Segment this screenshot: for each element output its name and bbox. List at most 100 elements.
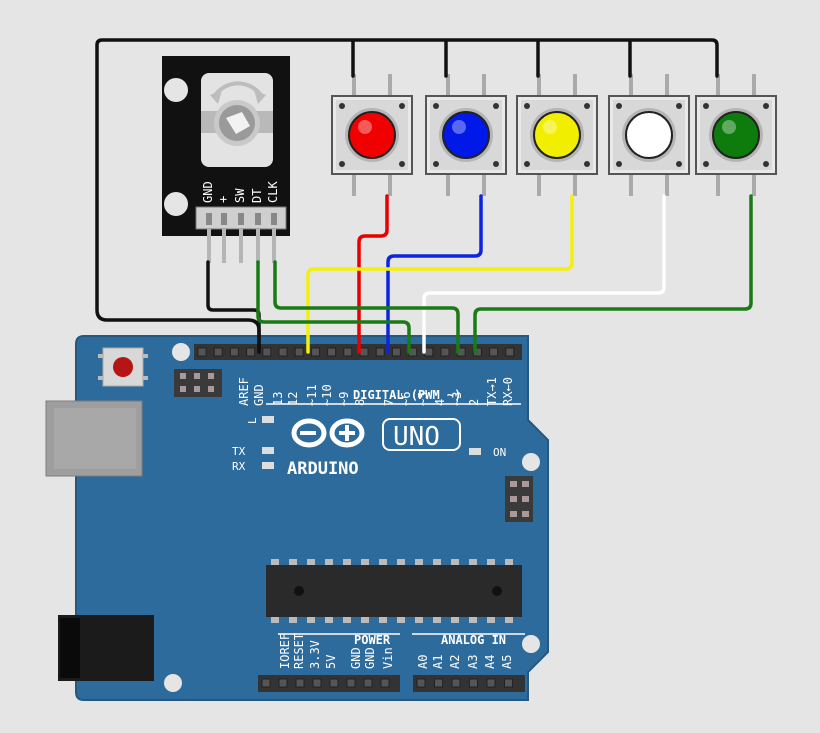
- analog-header-pin[interactable]: [434, 678, 443, 688]
- wire-button-common-black[interactable]: [95, 38, 719, 354]
- power-header-pin[interactable]: [363, 678, 373, 688]
- pushbutton-yellow[interactable]: [516, 74, 598, 196]
- digital-header-pin[interactable]: [327, 347, 337, 357]
- encoder-pin[interactable]: [255, 213, 261, 225]
- encoder-pin-label: DT: [250, 189, 264, 203]
- digital-pin-label: ~11: [305, 384, 319, 406]
- analog-header-pin[interactable]: [416, 678, 426, 688]
- icsp-header-1: [174, 369, 222, 397]
- power-pin-label: IOREF: [278, 633, 292, 669]
- digital-header-pin[interactable]: [391, 347, 401, 357]
- digital-header-pin[interactable]: [262, 347, 272, 357]
- digital-pin-label: GND: [252, 384, 266, 406]
- mounting-hole: [522, 635, 540, 653]
- encoder-mounting-hole: [164, 78, 188, 102]
- wire-green-dt-pin6[interactable]: [256, 260, 411, 354]
- digital-pin-label: 13: [271, 392, 285, 406]
- power-pin-label: RESET: [292, 633, 306, 669]
- power-pin-label: 5V: [324, 655, 338, 669]
- digital-pin-label: ~9: [337, 392, 351, 406]
- wire-green-clk-pin3[interactable]: [273, 260, 460, 354]
- power-header-pin[interactable]: [312, 678, 322, 688]
- digital-header-pin[interactable]: [197, 347, 207, 357]
- wire-white-pin5[interactable]: [422, 194, 666, 354]
- atmega-chip: [266, 559, 522, 623]
- digital-pin-label: 12: [286, 392, 300, 406]
- encoder-pin-label: +: [216, 196, 230, 203]
- digital-header-pin[interactable]: [359, 347, 369, 357]
- power-header-pin[interactable]: [346, 678, 356, 688]
- pushbutton-white[interactable]: [608, 74, 690, 196]
- led-rx: RX: [232, 460, 274, 473]
- rotate-arrow-icon: [254, 90, 266, 104]
- digital-pin-label: 8: [353, 399, 367, 406]
- analog-header-pin[interactable]: [469, 678, 478, 688]
- digital-pin-label: TX→1: [485, 377, 499, 406]
- arduino-wordmark: ARDUINO: [287, 459, 359, 479]
- wire-red-pin8[interactable]: [357, 194, 389, 354]
- digital-header-pin[interactable]: [229, 347, 239, 357]
- encoder-knob[interactable]: [201, 81, 273, 146]
- svg-text:ON: ON: [493, 446, 506, 459]
- digital-header-pin[interactable]: [294, 347, 304, 357]
- power-header-pin[interactable]: [261, 678, 271, 688]
- reset-button[interactable]: [98, 347, 148, 387]
- digital-pin-label: AREF: [237, 377, 251, 406]
- led-l: L: [246, 416, 274, 424]
- power-header-pin[interactable]: [329, 678, 339, 688]
- digital-header-pin[interactable]: [278, 347, 288, 357]
- wire-blue-pin7[interactable]: [386, 194, 483, 354]
- analog-pin-label: A0: [416, 655, 430, 669]
- digital-header-pin[interactable]: [213, 347, 223, 357]
- mounting-hole: [164, 674, 182, 692]
- svg-text:RX: RX: [232, 460, 246, 473]
- uno-label: UNO: [393, 422, 440, 452]
- icsp-header-2: [505, 476, 533, 522]
- led-on: ON: [469, 446, 506, 459]
- digital-header-pin[interactable]: [440, 347, 450, 357]
- usb-port: [45, 400, 143, 477]
- encoder-pin[interactable]: [238, 213, 244, 225]
- encoder-pin[interactable]: [206, 213, 212, 225]
- pushbutton-red[interactable]: [331, 74, 413, 196]
- power-header-pin[interactable]: [380, 678, 390, 688]
- wire-green-pin2[interactable]: [473, 194, 753, 354]
- digital-header-pin[interactable]: [489, 347, 499, 357]
- analog-pin-label: A2: [448, 655, 462, 669]
- wire-yellow-pin11[interactable]: [306, 194, 574, 354]
- encoder-pin[interactable]: [221, 213, 227, 225]
- encoder-pin-label: GND: [201, 181, 215, 203]
- analog-pin-label: A3: [466, 655, 480, 669]
- digital-header-pin[interactable]: [310, 347, 320, 357]
- analog-label: ANALOG IN: [441, 633, 506, 647]
- led-tx: TX: [232, 445, 274, 458]
- digital-header-pin[interactable]: [424, 347, 434, 357]
- power-pin-label: Vin: [381, 647, 395, 669]
- analog-header-pin[interactable]: [504, 678, 513, 688]
- mounting-hole: [172, 343, 190, 361]
- arduino-logo: ARDUINO UNO: [287, 418, 461, 479]
- analog-header-pin[interactable]: [451, 678, 461, 688]
- power-header-pin[interactable]: [295, 678, 305, 688]
- digital-header-pin[interactable]: [375, 347, 385, 357]
- pushbutton-blue[interactable]: [425, 74, 507, 196]
- digital-pin-label: ~10: [320, 384, 334, 406]
- power-header-pin[interactable]: [278, 678, 288, 688]
- analog-header-pin[interactable]: [486, 678, 496, 688]
- digital-header-pin[interactable]: [505, 347, 515, 357]
- power-pin-label: 3.3V: [308, 640, 322, 669]
- encoder-pin[interactable]: [271, 213, 277, 225]
- digital-header-pin[interactable]: [246, 347, 256, 357]
- pushbutton-green[interactable]: [695, 74, 777, 196]
- digital-pin-label: ~6: [399, 392, 413, 406]
- digital-pin-label: 7: [382, 399, 396, 406]
- power-pin-label: GND: [363, 647, 377, 669]
- digital-header-pin[interactable]: [343, 347, 353, 357]
- power-pin-label: GND: [349, 647, 363, 669]
- analog-pin-label: A4: [483, 655, 497, 669]
- encoder-pin-label: CLK: [266, 181, 280, 203]
